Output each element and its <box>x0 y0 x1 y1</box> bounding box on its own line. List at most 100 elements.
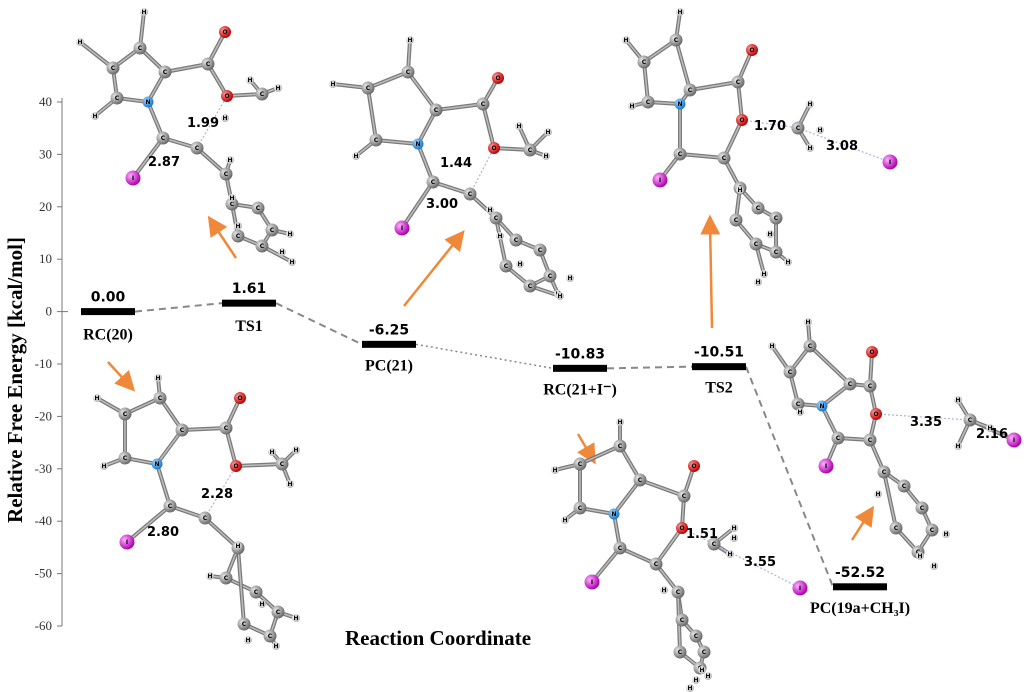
atom-C <box>499 259 513 273</box>
bond-highlight <box>235 463 283 467</box>
atom-H <box>796 408 804 416</box>
atom-H <box>234 222 242 230</box>
atom-C <box>463 187 477 201</box>
atom-C <box>677 489 691 503</box>
atom-symbol: C <box>868 437 873 444</box>
atom-symbol: O <box>873 411 878 418</box>
energy-levels: 0.00RC(20)1.61TS1-6.25PC(21)-10.83RC(21+… <box>81 281 910 617</box>
atom-C <box>543 269 557 283</box>
atom-symbol: H <box>269 449 274 456</box>
level-value: -10.83 <box>555 346 605 362</box>
atom-symbol: O <box>233 463 238 470</box>
bond-highlight <box>689 81 739 91</box>
y-tick-label: 10 <box>39 251 52 266</box>
atom-symbol: O <box>749 47 754 54</box>
molecule-RC21-I: CCCNCCOOCCICCCCCCCIHHHHHHHHHHH <box>551 418 808 692</box>
bond-highlight <box>367 87 377 141</box>
level-bar <box>833 583 887 591</box>
atom-H <box>816 126 824 134</box>
atom-symbol: C <box>712 541 717 548</box>
atom-symbol: H <box>487 207 492 214</box>
atom-symbol: C <box>756 205 761 212</box>
atom-symbol: O <box>495 75 500 82</box>
atom-H <box>515 122 523 130</box>
atom-C <box>689 629 703 643</box>
atom-H <box>496 232 504 240</box>
atom-C <box>219 167 233 181</box>
atom-O <box>492 72 504 84</box>
atom-symbol: C <box>206 61 211 68</box>
atom-C <box>163 499 177 513</box>
atom-O <box>676 522 688 534</box>
atom-symbol: H <box>207 573 212 580</box>
y-axis-title: Relative Free Energy [kcal/mol] <box>3 237 27 523</box>
y-tick-label: -30 <box>35 461 52 476</box>
atom-C <box>133 41 147 55</box>
atom-symbol: H <box>229 195 234 202</box>
level-bar <box>222 299 276 307</box>
atom-C <box>637 55 651 69</box>
atom-C <box>649 557 663 571</box>
atom-symbol: H <box>517 261 522 268</box>
atom-H <box>726 550 734 558</box>
atom-symbol: C <box>280 461 285 468</box>
atom-symbol: H <box>687 685 692 692</box>
atom-symbol: H <box>769 343 774 350</box>
atom-symbol: O <box>739 117 744 124</box>
level-value: -6.25 <box>369 322 409 338</box>
atom-symbol: H <box>731 535 736 542</box>
atom-H <box>516 260 524 268</box>
atom-symbol: H <box>353 153 358 160</box>
bond-highlight <box>156 463 171 507</box>
atom-C <box>237 617 251 631</box>
atom-symbol: C <box>578 461 583 468</box>
atom-symbol: H <box>677 9 682 16</box>
weak-bond <box>741 119 799 129</box>
atom-symbol: C <box>676 589 681 596</box>
bond-highlight <box>375 139 419 145</box>
atom-H <box>406 36 414 44</box>
atom-N <box>142 96 154 108</box>
atom-symbol: I <box>799 585 801 592</box>
atom-symbol: H <box>407 37 412 44</box>
atom-N <box>674 98 686 110</box>
atom-symbol: H <box>817 127 822 134</box>
bond-highlight <box>164 63 209 73</box>
connector-line <box>745 366 834 588</box>
atom-symbol: C <box>111 65 116 72</box>
atom-symbol: C <box>868 383 873 390</box>
atom-symbol: H <box>92 113 97 120</box>
atom-C <box>523 143 537 157</box>
arrows <box>107 214 875 541</box>
atom-symbol: H <box>807 145 812 152</box>
atom-symbol: H <box>94 395 99 402</box>
atom-H <box>566 274 574 282</box>
connector-line <box>134 302 223 313</box>
bond-highlight <box>619 445 641 481</box>
atom-symbol: H <box>545 129 550 136</box>
atom-symbol: C <box>538 247 543 254</box>
atom-symbol: C <box>163 69 168 76</box>
atom-C <box>633 473 647 487</box>
atom-symbol: O <box>237 395 242 402</box>
bond-highlight <box>132 137 164 179</box>
atom-symbol: C <box>882 469 887 476</box>
atom-symbol: C <box>678 151 683 158</box>
atom-symbol: C <box>276 609 281 616</box>
bond-highlight <box>79 41 114 69</box>
atom-C <box>915 501 929 515</box>
atom-C <box>783 365 797 379</box>
atom-symbol: N <box>145 99 150 106</box>
atom-symbol: H <box>275 85 280 92</box>
atom-symbol: C <box>224 171 229 178</box>
atom-H <box>660 586 668 594</box>
atom-symbol: N <box>677 101 682 108</box>
atom-H <box>698 666 706 674</box>
atom-C <box>219 421 233 435</box>
atom-symbol: H <box>497 233 502 240</box>
atom-symbol: O <box>222 29 227 36</box>
atom-C <box>843 377 857 391</box>
atom-H <box>93 394 101 402</box>
atom-symbol: C <box>930 527 935 534</box>
atom-C <box>573 457 587 471</box>
